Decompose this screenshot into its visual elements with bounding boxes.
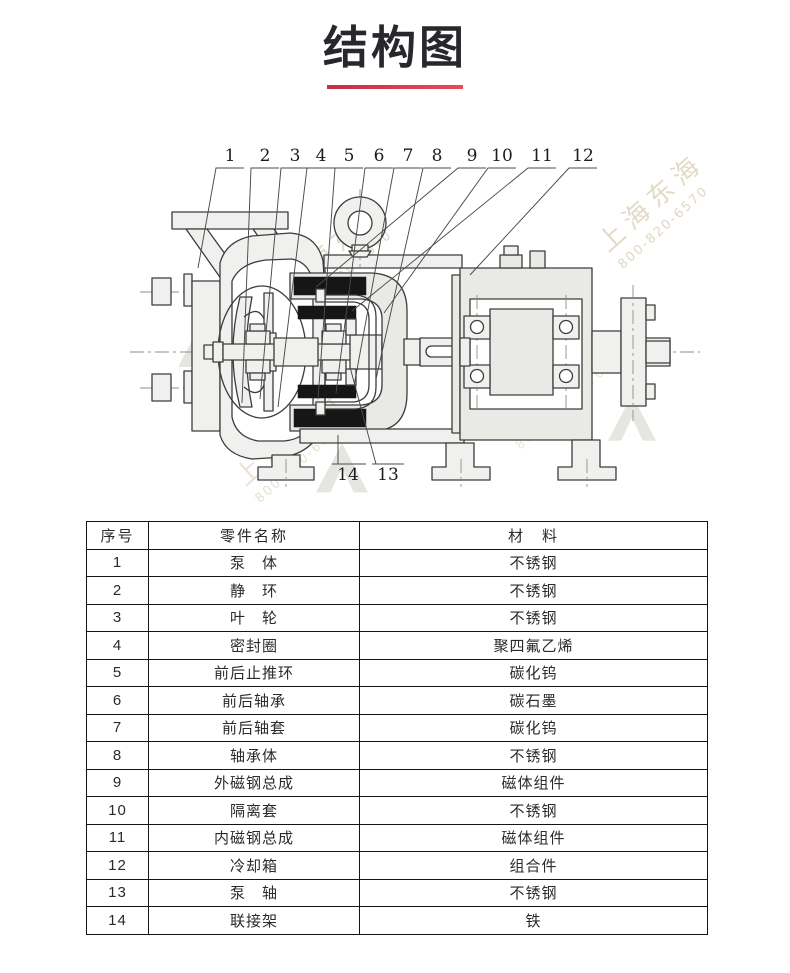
callout-label-14: 14 (337, 465, 359, 485)
table-row: 4 密封圈 聚四氟乙烯 (86, 631, 708, 660)
cell-material: 组合件 (359, 851, 708, 880)
containment-shell-inner (324, 301, 370, 403)
watermark-logo-mark (608, 395, 656, 441)
parts-table-block: 序号 零件名称 材 料 1 泵 体 不锈钢 2 静 环 不锈钢 3 叶 轮 (86, 521, 708, 935)
ball-bearing (552, 315, 580, 340)
table-row: 12 冷却箱 组合件 (86, 851, 708, 880)
cell-no: 12 (86, 851, 149, 880)
cell-part-name: 密封圈 (148, 631, 360, 660)
cell-material: 不锈钢 (359, 741, 708, 770)
ball-bearing (552, 364, 580, 389)
cell-part-name: 前后止推环 (148, 658, 360, 687)
table-row: 9 外磁钢总成 磁体组件 (86, 768, 708, 797)
cell-material: 碳化钨 (359, 658, 708, 687)
cell-no: 3 (86, 603, 149, 632)
table-row: 5 前后止推环 碳化钨 (86, 658, 708, 687)
cell-no: 13 (86, 878, 149, 907)
header-cell-material: 材 料 (359, 521, 708, 550)
containment-shell-outer (324, 294, 377, 410)
page-title: 结构图 (322, 22, 467, 73)
parts-table: 序号 零件名称 材 料 1 泵 体 不锈钢 2 静 环 不锈钢 3 叶 轮 (86, 521, 708, 935)
outer-magnet-bottom (293, 408, 367, 428)
pump-cross-section-drawing: 上海东海 800-820-6570 上海东海 800-820-6570 上海东海… (130, 146, 712, 506)
cell-material: 不锈钢 (359, 878, 708, 907)
ball-bearing (463, 315, 491, 340)
callout-label-8: 8 (432, 146, 443, 166)
inner-magnet-top (297, 305, 357, 320)
cell-no: 8 (86, 741, 149, 770)
callouts-top: 1 2 3 4 5 6 7 8 9 10 11 12 (197, 146, 597, 408)
cell-part-name: 内磁钢总成 (148, 823, 360, 852)
cell-no: 10 (86, 796, 149, 825)
cell-material: 铁 (359, 906, 708, 935)
cell-part-name: 外磁钢总成 (148, 768, 360, 797)
pump-shaft-assembly (203, 323, 393, 381)
callout-label-6: 6 (374, 146, 385, 166)
callout-label-11: 11 (531, 146, 553, 166)
title-underline-accent (327, 85, 463, 89)
cell-part-name: 泵 轴 (148, 878, 360, 907)
cell-part-name: 冷却箱 (148, 851, 360, 880)
cell-no: 14 (86, 906, 149, 935)
table-row: 13 泵 轴 不锈钢 (86, 878, 708, 907)
callout-label-12: 12 (572, 146, 594, 166)
header-cell-no: 序号 (86, 521, 149, 550)
cell-part-name: 静 环 (148, 576, 360, 605)
cell-no: 6 (86, 686, 149, 715)
cell-material: 不锈钢 (359, 603, 708, 632)
table-row: 10 隔离套 不锈钢 (86, 796, 708, 825)
cooling-box-bearing-housing (451, 245, 593, 441)
callout-label-4: 4 (316, 146, 327, 166)
cell-material: 碳石墨 (359, 686, 708, 715)
callout-label-5: 5 (344, 146, 355, 166)
cell-no: 2 (86, 576, 149, 605)
pump-structure-diagram: 上海东海 800-820-6570 上海东海 800-820-6570 上海东海… (0, 105, 790, 517)
cell-no: 7 (86, 713, 149, 742)
cell-material: 不锈钢 (359, 796, 708, 825)
cell-material: 不锈钢 (359, 576, 708, 605)
table-row: 6 前后轴承 碳石墨 (86, 686, 708, 715)
cell-no: 9 (86, 768, 149, 797)
callout-label-10: 10 (491, 146, 513, 166)
table-row: 8 轴承体 不锈钢 (86, 741, 708, 770)
support-feet (257, 439, 617, 487)
callout-label-3: 3 (290, 146, 301, 166)
callout-label-13: 13 (377, 465, 399, 485)
cell-material: 磁体组件 (359, 823, 708, 852)
callout-label-1: 1 (225, 146, 236, 166)
cell-no: 11 (86, 823, 149, 852)
title-block: 结构图 (0, 18, 790, 89)
table-header-row: 序号 零件名称 材 料 (86, 521, 708, 550)
cell-material: 聚四氟乙烯 (359, 631, 708, 660)
cell-material: 碳化钨 (359, 713, 708, 742)
outer-magnet-top (293, 276, 367, 296)
table-row: 1 泵 体 不锈钢 (86, 548, 708, 577)
cell-part-name: 前后轴套 (148, 713, 360, 742)
cell-no: 5 (86, 658, 149, 687)
cell-part-name: 前后轴承 (148, 686, 360, 715)
cell-material: 不锈钢 (359, 548, 708, 577)
cell-part-name: 叶 轮 (148, 603, 360, 632)
cell-no: 1 (86, 548, 149, 577)
table-row: 11 内磁钢总成 磁体组件 (86, 823, 708, 852)
cell-material: 磁体组件 (359, 768, 708, 797)
cell-part-name: 隔离套 (148, 796, 360, 825)
ball-bearing (463, 364, 491, 389)
cell-no: 4 (86, 631, 149, 660)
output-coupling-flange (591, 285, 671, 421)
inner-magnet-bottom (297, 384, 357, 399)
cell-part-name: 轴承体 (148, 741, 360, 770)
callouts-bottom: 14 13 (332, 366, 404, 485)
table-row: 7 前后轴套 碳化钨 (86, 713, 708, 742)
table-row: 3 叶 轮 不锈钢 (86, 603, 708, 632)
callout-label-2: 2 (260, 146, 271, 166)
connection-frame (299, 254, 465, 444)
table-row: 14 联接架 铁 (86, 906, 708, 935)
table-row: 2 静 环 不锈钢 (86, 576, 708, 605)
cell-part-name: 联接架 (148, 906, 360, 935)
callout-label-7: 7 (403, 146, 414, 166)
callout-label-9: 9 (467, 146, 478, 166)
header-cell-name: 零件名称 (148, 521, 360, 550)
cell-part-name: 泵 体 (148, 548, 360, 577)
